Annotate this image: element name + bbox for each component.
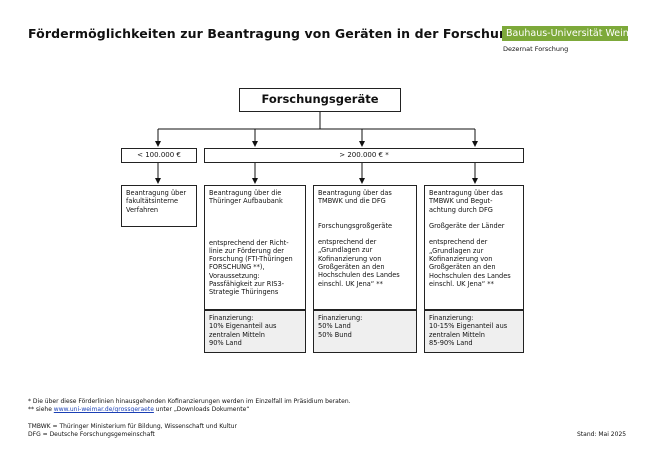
option-dfg-financing: Finanzierung: 50% Land 50% Bund: [313, 310, 417, 353]
option-laender-head: Beantragung über das TMBWK und Begut- ac…: [429, 189, 503, 214]
option-dfg-financing-text: Finanzierung: 50% Land 50% Bund: [318, 314, 363, 339]
option-tab-financing-text: Finanzierung: 10% Eigenanteil aus zentra…: [209, 314, 277, 347]
option-internal: Beantragung über fakultätsinterne Verfah…: [121, 185, 197, 227]
option-dfg-body: Forschungsgroßgeräte entsprechend der „G…: [318, 221, 400, 288]
grossgeraete-link[interactable]: www.uni-weimar.de/grossgeraete: [53, 406, 154, 413]
option-tab: Beantragung über die Thüringer Aufbauban…: [204, 185, 306, 310]
footnote-2: ** siehe www.uni-weimar.de/grossgeraete …: [28, 406, 249, 413]
footnote-2-suffix: unter „Downloads Dokumente“: [153, 406, 250, 413]
footnote-1: * Die über diese Förderlinien hinausgehe…: [28, 398, 351, 405]
option-laender: Beantragung über das TMBWK und Begut- ac…: [424, 185, 524, 310]
option-dfg: Beantragung über das TMBWK und die DFG F…: [313, 185, 417, 310]
branch-low: < 100.000 €: [121, 148, 197, 163]
root-node: Forschungsgeräte: [239, 88, 401, 112]
university-logo: Bauhaus-Universität Weimar: [502, 26, 642, 41]
abbreviation-tmbwk: TMBWK = Thüringer Ministerium für Bildun…: [28, 423, 237, 430]
option-laender-financing: Finanzierung: 10-15% Eigenanteil aus zen…: [424, 310, 524, 353]
department-label: Dezernat Forschung: [503, 45, 569, 53]
page-title: Fördermöglichkeiten zur Beantragung von …: [28, 26, 518, 41]
option-tab-financing: Finanzierung: 10% Eigenanteil aus zentra…: [204, 310, 306, 353]
option-internal-head: Beantragung über fakultätsinterne Verfah…: [126, 189, 187, 214]
stand-date: Stand: Mai 2025: [577, 431, 627, 438]
branch-high: > 200.000 € *: [204, 148, 524, 163]
footnote-2-prefix: ** siehe: [28, 406, 54, 413]
option-tab-head: Beantragung über die Thüringer Aufbauban…: [209, 189, 283, 206]
option-laender-body: Großgeräte der Länder entsprechend der „…: [429, 221, 511, 288]
option-dfg-head: Beantragung über das TMBWK und die DFG: [318, 189, 392, 206]
abbreviation-dfg: DFG = Deutsche Forschungsgemeinschaft: [28, 431, 155, 438]
option-laender-financing-text: Finanzierung: 10-15% Eigenanteil aus zen…: [429, 314, 508, 347]
option-tab-body: entsprechend der Richt- linie zur Förder…: [209, 238, 293, 297]
